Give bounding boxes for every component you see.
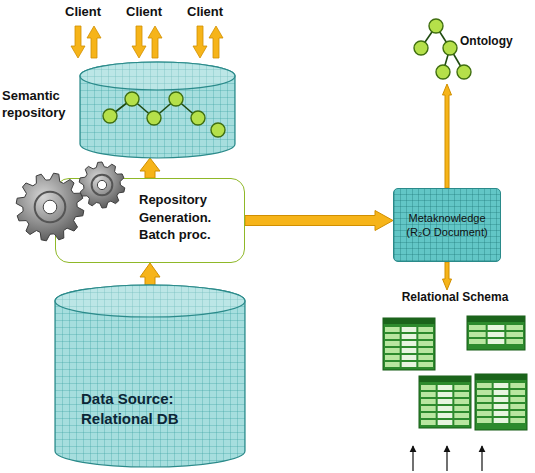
node-shape	[80, 62, 235, 158]
cylinder-outline	[80, 62, 235, 158]
metaknowledge-box: Metaknowledge (R₂O Document)	[393, 188, 501, 262]
flow-arrow	[443, 84, 452, 188]
flow-arrow	[140, 158, 160, 178]
flow-arrow	[443, 262, 452, 290]
metaknowledge-label: Metaknowledge (R₂O Document)	[394, 207, 500, 244]
ontology-tree: Ontology	[408, 14, 520, 84]
client-label: Client	[187, 4, 223, 19]
table-icon	[475, 374, 527, 430]
node-shape	[55, 285, 245, 467]
client-arrows	[71, 26, 223, 58]
flow-arrow	[245, 211, 393, 231]
data-source-label: Data Source: Relational DB	[81, 389, 231, 430]
gear-icon	[79, 162, 125, 208]
client-label: Client	[65, 4, 101, 19]
table-icon	[467, 316, 525, 350]
relational-db-cylinder: Data Source: Relational DB	[55, 285, 245, 467]
process-label: Repository Generation. Batch proc.	[139, 179, 236, 244]
client-label: Client	[126, 4, 162, 19]
node-shape	[379, 290, 531, 442]
flow-arrow	[140, 263, 160, 285]
relational-schema: Relational Schema	[379, 290, 531, 442]
cylinder-outline	[55, 285, 245, 467]
rdf-graph	[103, 92, 225, 137]
table-icon	[383, 318, 435, 370]
schema-pointer-arrows	[413, 446, 482, 471]
ontology-graph	[414, 19, 471, 79]
gear-icon	[16, 173, 84, 241]
semantic-repository: Semantic repository	[80, 62, 235, 158]
batch-process-box: Repository Generation. Batch proc.	[55, 178, 245, 263]
schema-label: Relational Schema	[379, 290, 531, 304]
ontology-label: Ontology	[460, 34, 520, 48]
table-icon	[419, 376, 471, 428]
repository-heading: Semantic repository	[2, 88, 78, 122]
node-shape	[408, 14, 520, 84]
